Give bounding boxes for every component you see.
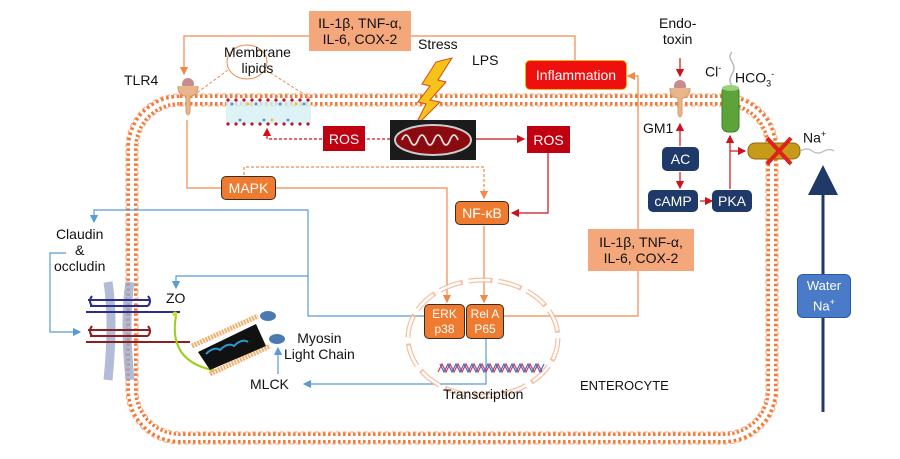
myosin-line2: Light Chain [284, 346, 355, 362]
tlr4-receptor [177, 78, 199, 116]
cytokines-right-line1: IL-1β, TNF-α, [599, 234, 683, 250]
gm1-receptor [669, 80, 691, 118]
arrow-mapk-to-nfkb [243, 166, 489, 200]
myosin-light-chain-label: Myosin Light Chain [284, 330, 355, 362]
ac-box: AC [662, 147, 699, 171]
water-na-charge: + [829, 296, 835, 307]
rela-line1: Rel A [470, 306, 500, 321]
bicarbonate-label: HCO3- [735, 66, 774, 91]
line-tlr4-to-mapk [186, 120, 222, 189]
erk-line1: ERK [432, 306, 457, 321]
nhe-exchanger [747, 136, 835, 166]
water-na-box: Water Na+ [797, 274, 851, 318]
chloride-symbol: Cl [705, 63, 719, 80]
endotoxin-label: Endo- toxin [659, 15, 696, 47]
mapk-box: MAPK [221, 176, 276, 200]
chloride-label: Cl- [705, 60, 721, 80]
endotoxin-line2: toxin [662, 31, 693, 47]
tlr4-label: TLR4 [124, 72, 159, 88]
water-line2: Na+ [813, 294, 835, 314]
rela-line2: P65 [474, 321, 496, 336]
arrow-mapk-to-erk [276, 187, 452, 304]
bicarbonate-symbol: HCO [735, 69, 767, 86]
arrow-claudin-to-junction [49, 252, 82, 337]
transcription-label: Transcription [443, 386, 524, 402]
cytokines-box-right: IL-1β, TNF-α, IL-6, COX-2 [588, 229, 694, 271]
dna-helix-graphic [437, 362, 545, 374]
rela-p65-box: Rel A P65 [466, 304, 504, 339]
nfkb-box: NF-κB [455, 201, 509, 225]
cytokines-top-line2: IL-6, COX-2 [322, 31, 398, 47]
water-na-symbol: Na [813, 298, 830, 314]
bicarbonate-subscript: 3 [766, 78, 772, 89]
arrow-ros-to-lipids [262, 127, 322, 140]
claudin-line1: Claudin [55, 226, 104, 242]
erk-p38-box: ERK p38 [424, 304, 465, 339]
claudin-line3: occludin [54, 258, 106, 274]
stress-lightning-icon [413, 57, 454, 129]
erk-line2: p38 [434, 321, 455, 336]
endotoxin-line1: Endo- [659, 15, 697, 31]
ros-box-left: ROS [323, 126, 365, 151]
arrow-rela-to-inflammation [478, 71, 639, 317]
myosin-line1: Myosin [297, 330, 342, 346]
arrow-ros-to-nfkb [510, 153, 549, 218]
sodium-label: Na+ [803, 126, 826, 146]
membrane-lipids-line1: Membrane [224, 44, 291, 60]
cell-membrane [125, 93, 779, 445]
cytokines-box-top: IL-1β, TNF-α, IL-6, COX-2 [309, 11, 411, 51]
camp-box: cAMP [648, 190, 698, 212]
arrow-erk-to-zo [171, 275, 308, 290]
membrane-lipids-line2: lipids [241, 60, 274, 76]
membrane-lipids-graphic [189, 44, 311, 126]
inflammation-box: Inflammation [525, 60, 627, 90]
arrow-transcription-to-mlck [302, 336, 487, 389]
claudin-occludin-label: Claudin & occludin [54, 226, 105, 274]
arrow-erk-to-claudin [89, 209, 426, 317]
enterocyte-label: ENTEROCYTE [580, 378, 669, 393]
sodium-charge: + [820, 129, 827, 139]
lps-label: LPS [472, 52, 499, 68]
cytokines-top-line1: IL-1β, TNF-α, [318, 15, 402, 31]
sodium-symbol: Na [803, 129, 821, 146]
cftr-channel [721, 51, 740, 133]
chloride-charge: - [718, 63, 722, 73]
pka-box: PKA [712, 190, 752, 212]
ros-box-right: ROS [527, 126, 570, 153]
mitochondrion-icon [390, 120, 476, 160]
actomyosin-graphic [172, 311, 285, 377]
claudin-line2: & [75, 242, 85, 258]
bicarbonate-charge: - [771, 69, 775, 79]
gm1-label: GM1 [643, 120, 674, 136]
water-line1: Water [806, 277, 842, 293]
tight-junction-graphic [86, 281, 190, 381]
zo-label: ZO [166, 290, 186, 306]
stress-label: Stress [418, 36, 458, 52]
cytokines-right-line2: IL-6, COX-2 [603, 250, 679, 266]
membrane-lipids-label: Membrane lipids [224, 44, 291, 76]
mlck-label: MLCK [250, 376, 289, 392]
